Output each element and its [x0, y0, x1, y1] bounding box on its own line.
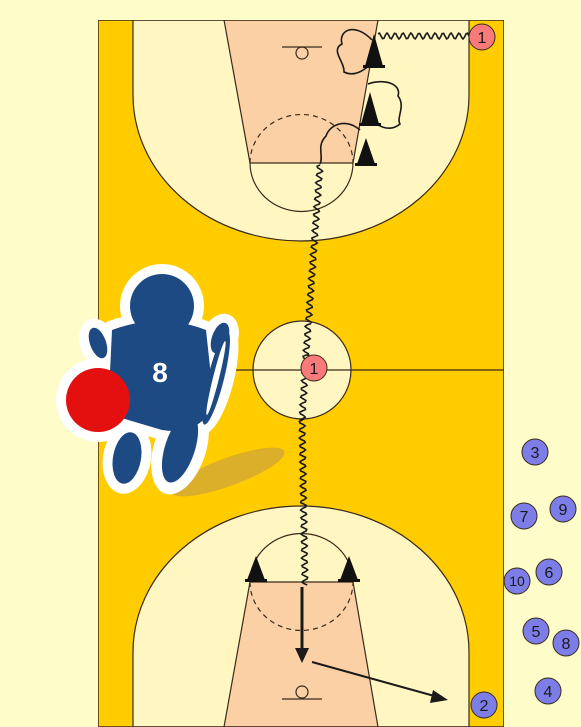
player-1-top: 1 — [468, 23, 496, 51]
player-8: 8 — [552, 629, 580, 657]
cone-icon — [357, 138, 375, 164]
player-2: 2 — [470, 691, 498, 719]
player-9: 9 — [549, 495, 577, 523]
free-throw-circle-top-dashed — [249, 113, 354, 164]
player-label: 3 — [531, 445, 540, 462]
cone-icon — [340, 556, 358, 580]
player-label: 4 — [544, 684, 553, 701]
dribble-loop-2 — [367, 80, 402, 129]
logo-jersey-number: 8 — [152, 357, 168, 388]
player-label: 8 — [562, 636, 571, 653]
cone-icon — [361, 92, 379, 124]
player-6: 6 — [535, 558, 563, 586]
player-label: 6 — [545, 565, 554, 582]
player-10: 10 — [503, 567, 531, 595]
key-top — [223, 20, 379, 164]
cone-icon — [247, 556, 265, 580]
cone-icon — [365, 34, 383, 66]
free-throw-circle-bottom-dashed — [249, 581, 354, 632]
player-5: 5 — [522, 617, 550, 645]
logo-torso — [108, 321, 214, 431]
player-label: 9 — [559, 502, 568, 519]
rim-top — [295, 46, 309, 60]
free-throw-circle-top — [249, 162, 354, 213]
pass-arrow — [311, 661, 439, 698]
player-label: 2 — [480, 698, 489, 715]
player-1-center: 1 — [300, 354, 328, 382]
pass-arrow-head — [430, 690, 448, 703]
player-label: 1 — [478, 30, 487, 47]
player-label: 10 — [509, 573, 525, 589]
player-7: 7 — [510, 502, 538, 530]
player-4: 4 — [534, 677, 562, 705]
player-label: 1 — [310, 361, 319, 378]
dribble-loop-3 — [319, 122, 361, 165]
logo-ball — [66, 368, 130, 432]
player-3: 3 — [521, 438, 549, 466]
arrow-head-down — [295, 648, 309, 663]
player-label: 7 — [520, 509, 529, 526]
player-label: 5 — [532, 624, 541, 641]
logo-shadow — [171, 447, 285, 497]
cones — [245, 34, 385, 582]
basketball-player-logo: 8 — [56, 264, 285, 497]
dribble-loop-1 — [336, 28, 375, 75]
rim-bottom — [295, 685, 309, 699]
